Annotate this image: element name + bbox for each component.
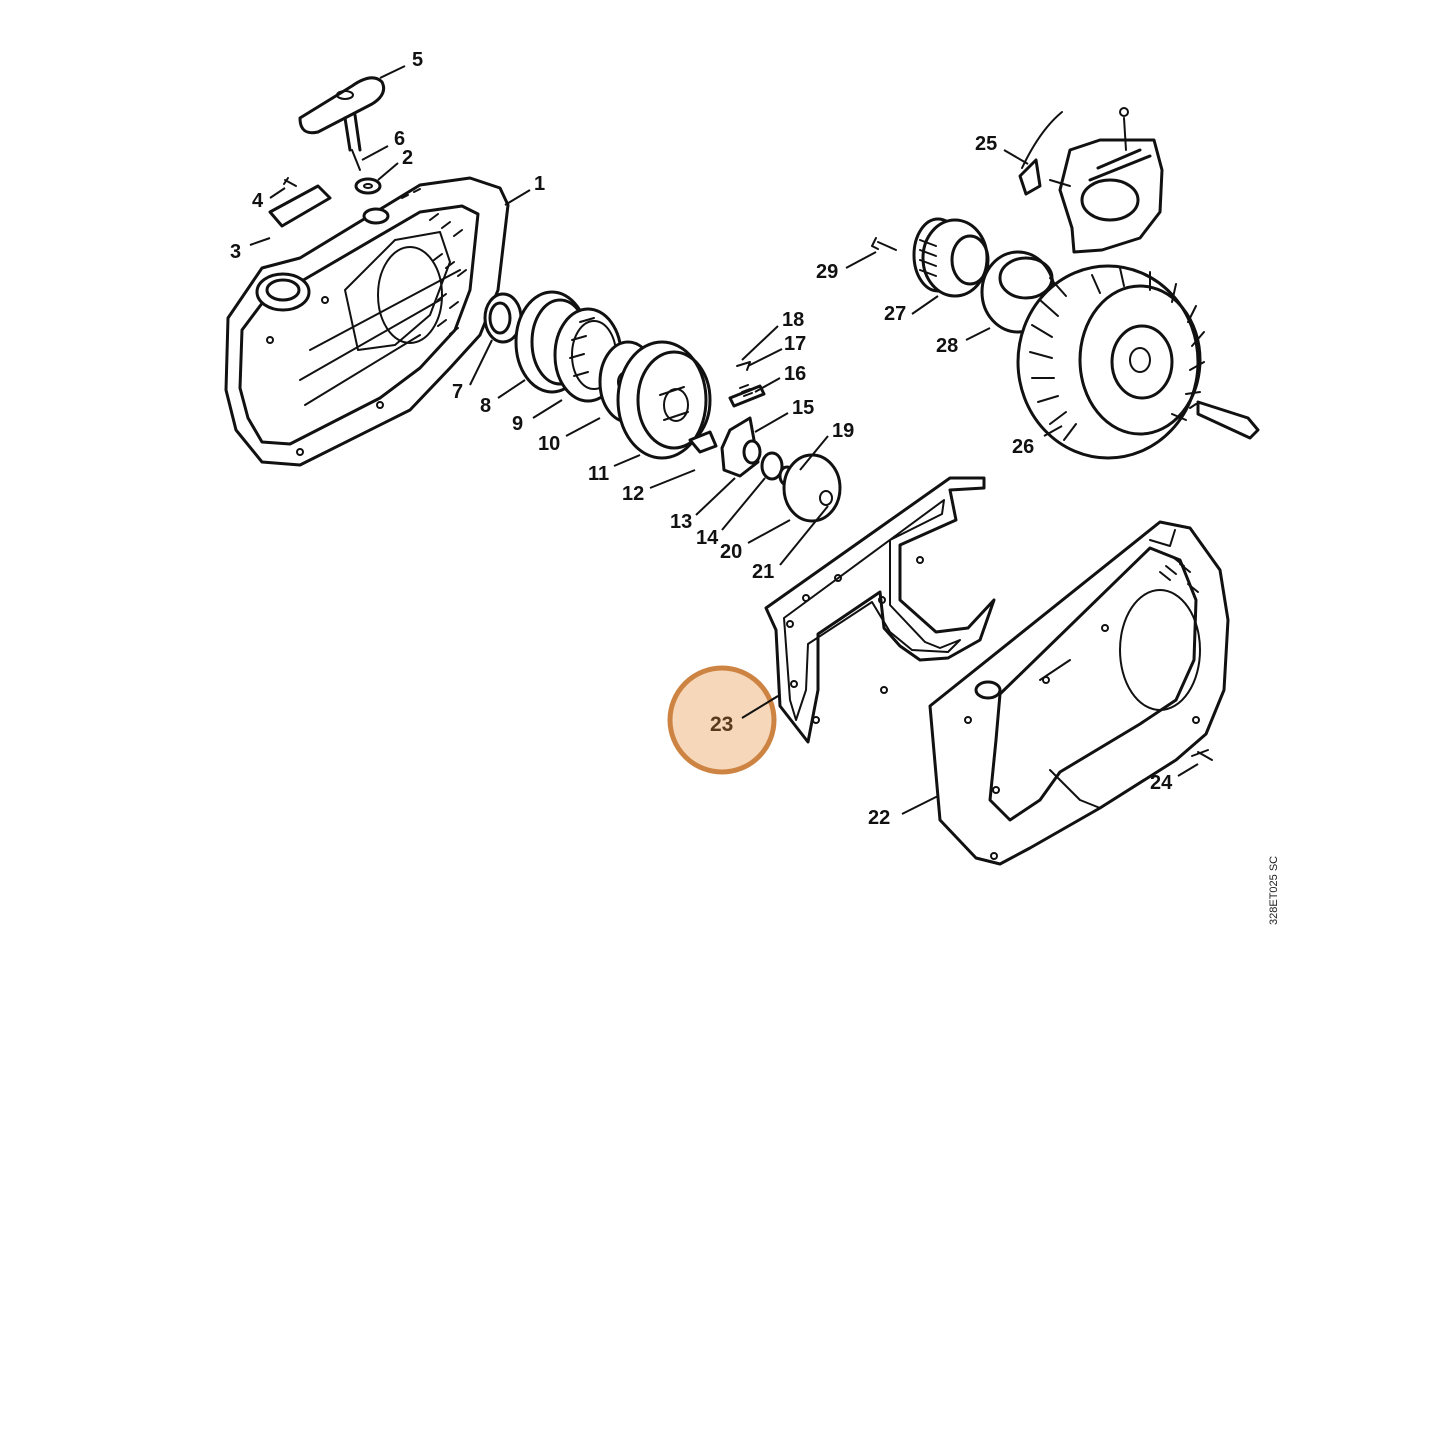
callout-24[interactable]: 24 (1150, 772, 1173, 794)
drawing-id: 328ET025 SC (1268, 856, 1280, 925)
part-25-ignition-coil (1018, 107, 1164, 254)
callout-29[interactable]: 29 (816, 261, 838, 283)
part-12-pawl (688, 430, 718, 454)
part-26-flywheel (1016, 264, 1205, 460)
callout-23[interactable]: 23 (710, 713, 733, 736)
part-13-washer (742, 439, 762, 465)
part-3-plate (268, 184, 332, 228)
callout-25[interactable]: 25 (975, 133, 997, 155)
part-23-gasket-inner (783, 499, 961, 721)
part-20-cover-disc (782, 453, 842, 523)
callout-17[interactable]: 17 (784, 333, 806, 355)
part-22-housing (928, 520, 1230, 866)
callout-4[interactable]: 4 (252, 190, 264, 212)
highlight-marker-23[interactable] (667, 665, 779, 775)
callout-15[interactable]: 15 (792, 397, 814, 419)
callout-11[interactable]: 11 (588, 463, 609, 485)
callout-19[interactable]: 19 (832, 420, 854, 442)
callout-20[interactable]: 20 (720, 541, 742, 563)
part-24-screw (1191, 749, 1213, 761)
callout-28[interactable]: 28 (936, 335, 958, 357)
callout-16[interactable]: 16 (784, 363, 806, 385)
callout-26[interactable]: 26 (1012, 436, 1034, 458)
part-1-fan-housing (224, 176, 510, 467)
part-29-screw (871, 237, 897, 251)
callout-18[interactable]: 18 (782, 309, 804, 331)
callout-8[interactable]: 8 (480, 395, 491, 417)
part-11-drum (616, 340, 712, 460)
highlight-ring[interactable] (667, 665, 777, 775)
callout-7[interactable]: 7 (452, 381, 463, 403)
part-5-starter-grip (298, 76, 386, 152)
callout-12[interactable]: 12 (622, 483, 644, 505)
callout-labels: 1 2 3 4 5 6 7 8 9 10 11 12 13 14 15 16 1… (230, 49, 1173, 829)
callout-6[interactable]: 6 (394, 128, 405, 150)
callout-1[interactable]: 1 (534, 173, 545, 195)
part-18-clip (736, 361, 751, 371)
part-4-screw (283, 177, 297, 187)
callout-10[interactable]: 10 (538, 433, 560, 455)
callout-13[interactable]: 13 (670, 511, 692, 533)
part-23-gasket (764, 476, 996, 744)
callout-27[interactable]: 27 (884, 303, 906, 325)
part-17-spring (739, 384, 753, 397)
part-6-rope (351, 149, 361, 171)
callout-22[interactable]: 22 (868, 807, 890, 829)
part-14-washer (760, 451, 784, 481)
part-23-gasket-holes (786, 556, 924, 724)
callout-5[interactable]: 5 (412, 49, 423, 71)
callout-2[interactable]: 2 (402, 147, 413, 169)
spark-plug-boot (1189, 400, 1260, 440)
part-27-magnet-ring (912, 217, 990, 298)
callout-14[interactable]: 14 (696, 527, 719, 549)
callout-21[interactable]: 21 (752, 561, 774, 583)
callout-3[interactable]: 3 (230, 241, 241, 263)
callout-9[interactable]: 9 (512, 413, 523, 435)
part-2-rope-guide (354, 177, 390, 225)
